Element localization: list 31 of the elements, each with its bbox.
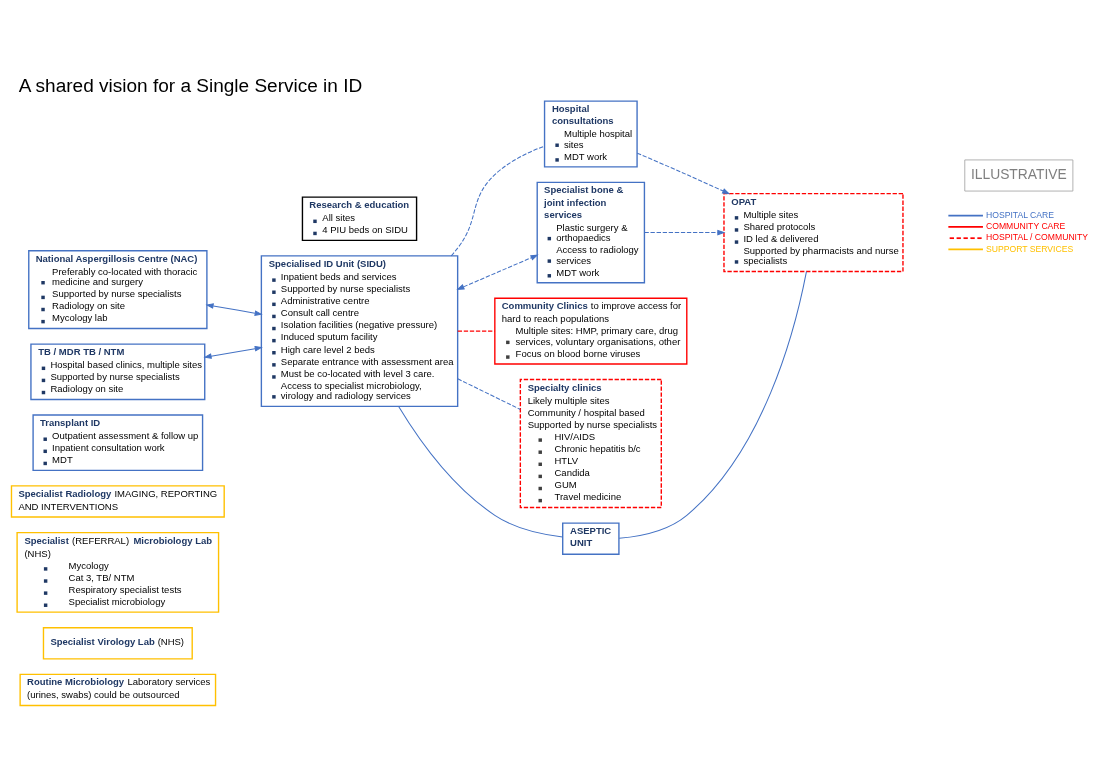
diagram-title: A shared vision for a Single Service in ID xyxy=(18,75,363,97)
node-box: Specialist (REFERRAL) Microbiology Lab (NHS) Mycology Cat 3, TB/ NTM Respiratory specialist tests Specialist microbiology xyxy=(16,531,220,613)
arrow xyxy=(456,254,539,290)
connector xyxy=(618,271,807,539)
connector xyxy=(450,145,545,257)
node-box: Community Clinics to improve access for hard to reach populations Multiple sites: HMP, primary care, drug services, voluntary organisations, other Focus on blood borne viruses xyxy=(494,297,688,365)
node-box: OPAT Multiple sites Shared protocols ID led & delivered Supported by pharmacists and nurse specialists xyxy=(723,192,904,273)
legend-label: HOSPITAL / COMMUNITY xyxy=(985,232,1089,243)
arrow xyxy=(205,303,263,316)
node-box: Transplant ID Outpatient assessment & follow up Inpatient consultation work MDT xyxy=(32,414,204,472)
arrow xyxy=(203,345,263,359)
node-box: Specialist Radiology IMAGING, REPORTING AND INTERVENTIONS xyxy=(10,485,225,518)
node-box: Research & education All sites 4 PIU beds on SIDU xyxy=(301,196,418,242)
legend-label: HOSPITAL CARE xyxy=(985,209,1055,220)
node-box: TB / MDR TB / NTM Hospital based clinics, multiple sites Supported by nurse specialists Radiology on site xyxy=(30,343,206,401)
node-box: Specialty clinics Likely multiple sites Community / hospital based Supported by nurse specialists HIV/AIDS Chronic hepatitis b/c HTLV Candida GUM Travel medicine xyxy=(519,378,662,509)
node-box: Specialised ID Unit (SIDU) Inpatient beds and services Supported by nurse specialists Administrative centre Consult call centre Isolation facilities (negative pressure) Induced sputum facility High care level 2 beds Separate entrance with assessment area Must be co-located with level 3 care. Access to specialist microbiology, virology and radiology services xyxy=(260,255,459,408)
connector xyxy=(457,330,496,332)
connector xyxy=(398,405,564,538)
node-box: ASEPTIC UNIT xyxy=(562,522,620,555)
node-box: Routine Microbiology Laboratory services (urines, swabs) could be outsourced xyxy=(19,673,217,707)
node-box: National Aspergillosis Centre (NAC) Preferably co-located with thoracic medicine and surgery Supported by nurse specialists Radiology on site Mycology lab xyxy=(28,250,208,330)
arrow xyxy=(636,152,731,195)
legend-label: COMMUNITY CARE xyxy=(985,221,1066,232)
legend-label: SUPPORT SERVICES xyxy=(985,243,1074,254)
node-box: Specialist Virology Lab (NHS) xyxy=(42,627,193,660)
label: ILLUSTRATIVE xyxy=(970,165,1067,182)
arrow xyxy=(644,229,726,236)
node-box: Hospital consultations Multiple hospital sites MDT work xyxy=(543,100,638,168)
node-box: Specialist bone & joint infection services Plastic surgery & orthopaedics Access to radiology services MDT work xyxy=(536,181,646,284)
connector xyxy=(457,378,521,410)
